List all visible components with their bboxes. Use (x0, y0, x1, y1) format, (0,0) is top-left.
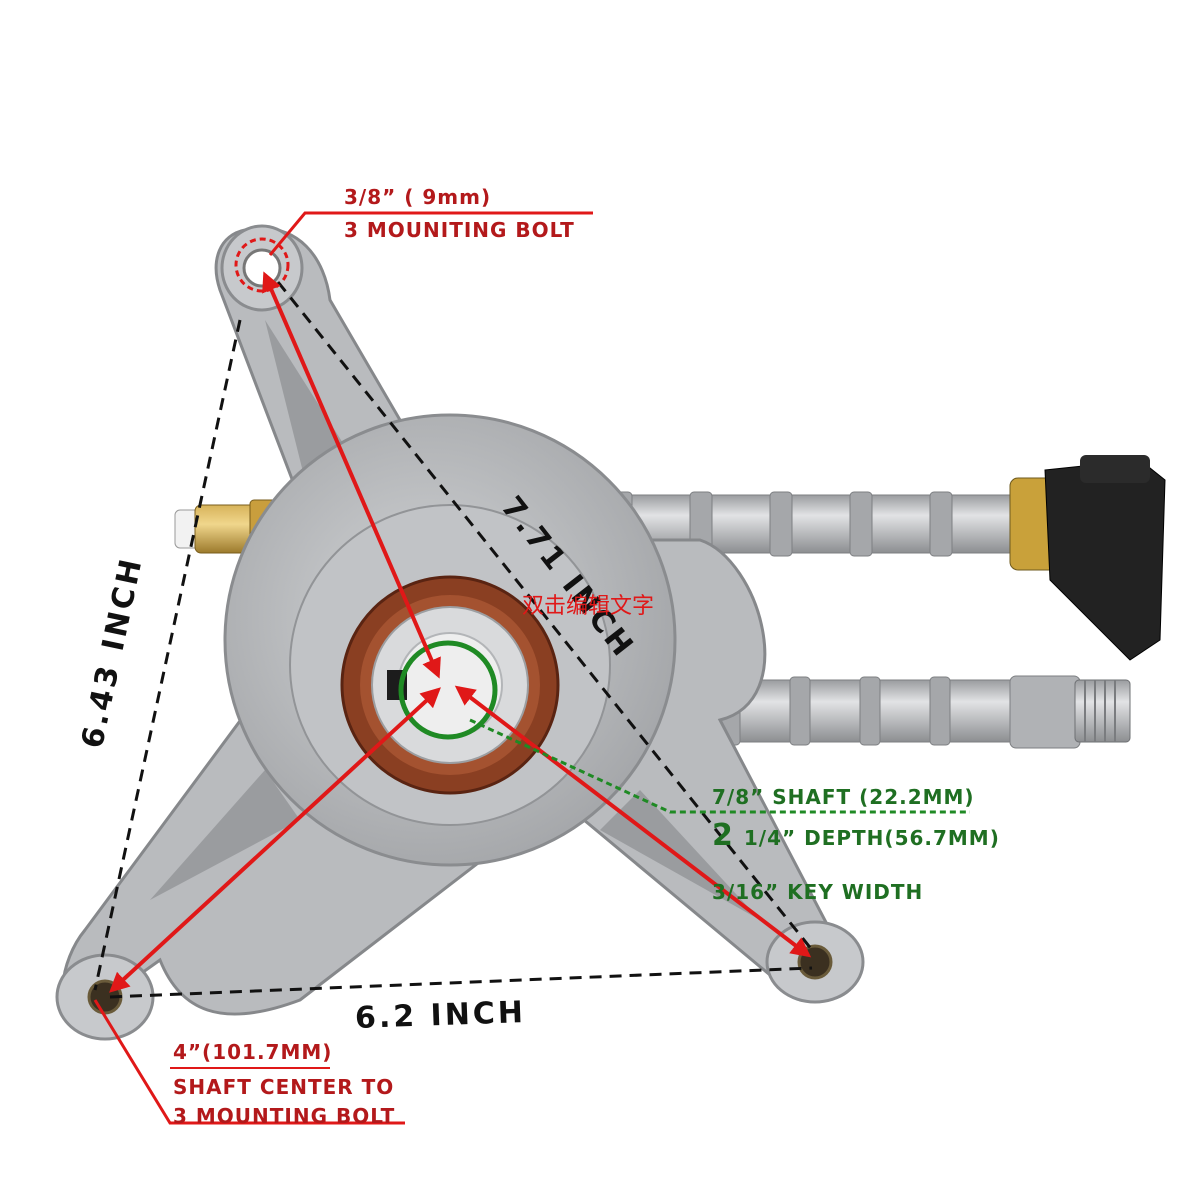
key-width-label: 3/16” KEY WIDTH (712, 880, 924, 904)
bolt-highlight-circle (234, 237, 290, 293)
shaft-leader-line (469, 718, 970, 814)
bolt-size-label: 3/8” ( 9mm) (344, 185, 492, 209)
bolt-leader-line (268, 211, 593, 256)
radius-desc-line1: SHAFT CENTER TO (173, 1075, 395, 1099)
shaft-depth-fraction: 1/4” DEPTH(56.7MM) (743, 826, 1000, 850)
arrow-to-right-bolt (454, 685, 812, 958)
bolt-count-label: 3 MOUNITING BOLT (344, 218, 575, 242)
dim-line-bottom (109, 966, 813, 999)
radius-leader-line (93, 999, 405, 1125)
radius-value-label: 4”(101.7MM) (173, 1040, 333, 1064)
arrow-to-left-bolt (109, 687, 441, 993)
top-bolt-hole (242, 248, 282, 288)
shaft-diameter-label: 7/8” SHAFT (22.2MM) (712, 785, 975, 809)
shaft-depth-whole: 2 (712, 818, 734, 853)
radius-desc-line2: 3 MOUNTING BOLT (173, 1104, 396, 1128)
watermark-text: 双击编辑文字 (522, 594, 655, 619)
shaft-depth-label: 2 1/4” DEPTH(56.7MM) (712, 818, 1000, 853)
dim-bottom-label: 6.2 INCH (354, 995, 527, 1036)
arrow-to-top-bolt (262, 271, 441, 679)
radius-arrows (109, 271, 812, 993)
